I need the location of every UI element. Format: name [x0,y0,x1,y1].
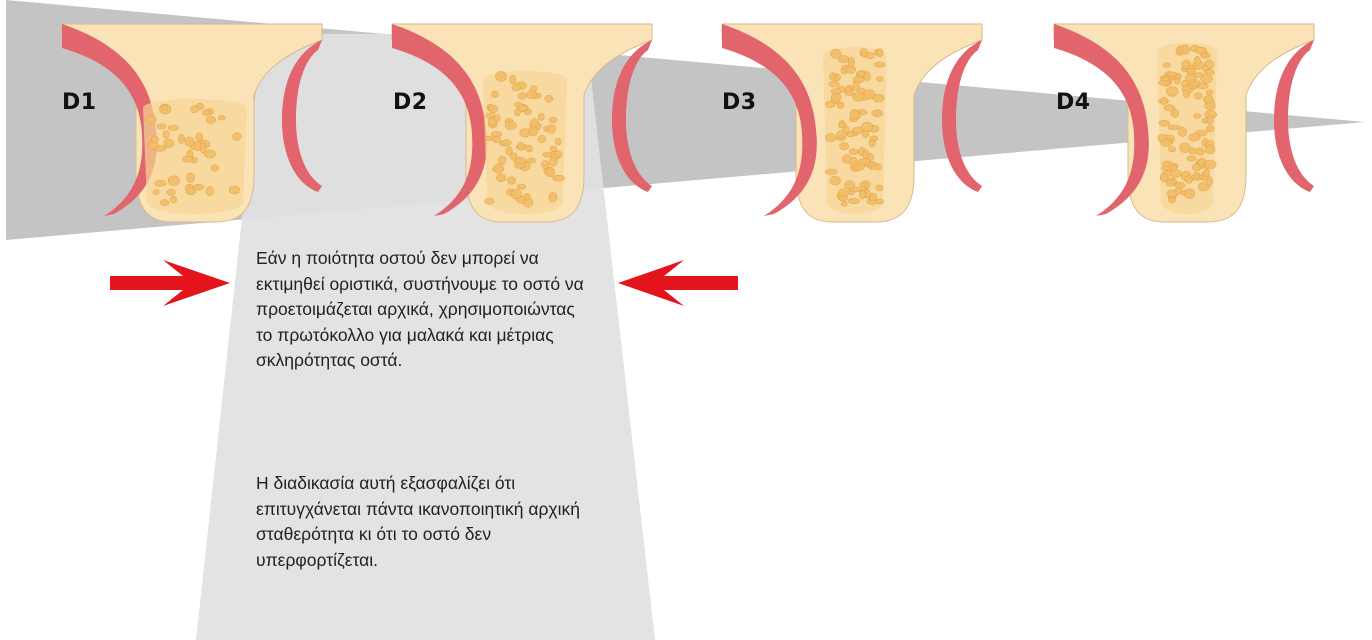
bone-type-label-d1: D1 [62,90,97,115]
bone-type-label-d4: D4 [1056,90,1091,115]
cancellous-bone [143,99,247,214]
cancellous-bone [483,71,567,214]
right-pointing-arrow-icon [110,260,230,306]
bone-type-label-d2: D2 [393,90,428,115]
bone-type-label-d3: D3 [722,90,757,115]
cancellous-bone [1157,43,1217,214]
left-pointing-arrow-icon [618,260,738,306]
cancellous-bone [823,47,887,214]
note-paragraph-2: Η διαδικασία αυτή εξασφαλίζει ότι επιτυγ… [256,471,596,573]
note-paragraph-1: Εάν η ποιότητα οστού δεν μπορεί να εκτιμ… [256,246,596,374]
